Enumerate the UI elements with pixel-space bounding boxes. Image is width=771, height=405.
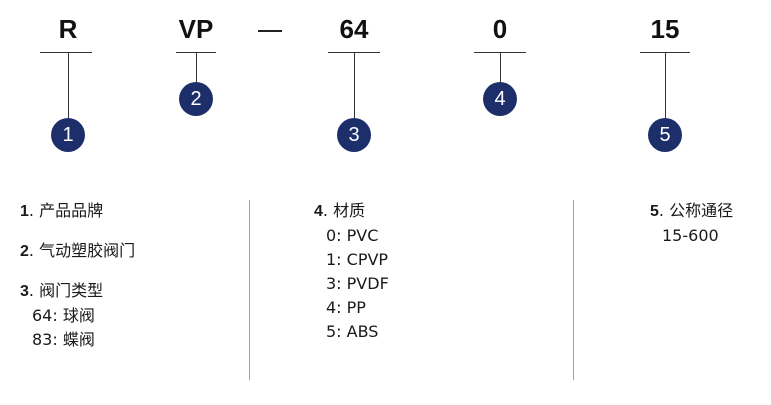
connector-3 (354, 52, 355, 118)
connector-2 (196, 52, 197, 82)
code-material: 0 (492, 14, 508, 44)
code-valve-type: 64 (339, 14, 369, 44)
legend-item-product: 2. 气动塑胶阀门 (20, 241, 136, 260)
connector-5 (665, 52, 666, 118)
legend-item-diameter: 5. 公称通径 (650, 201, 734, 220)
code-dash (258, 30, 282, 32)
legend-item-valve-type: 3. 阀门类型 (20, 281, 104, 300)
marker-1: 1 (51, 118, 85, 152)
material-option: 3: PVDF (326, 274, 389, 293)
connector-1 (68, 52, 69, 118)
legend-column-2: 4. 材质 0: PVC 1: CPVP 3: PVDF 4: PP 5: AB… (314, 199, 389, 344)
legend-column-1: 1. 产品品牌 2. 气动塑胶阀门 3. 阀门类型 64: 球阀 83: 蝶阀 (20, 199, 135, 352)
valve-type-option: 83: 蝶阀 (32, 330, 95, 349)
code-type: VP (178, 14, 214, 44)
material-option: 0: PVC (326, 226, 379, 245)
material-option: 5: ABS (326, 322, 379, 341)
code-brand: R (58, 14, 78, 44)
connector-4 (500, 52, 501, 82)
code-underline-1 (40, 52, 92, 53)
material-option: 4: PP (326, 298, 366, 317)
marker-2: 2 (179, 82, 213, 116)
marker-4: 4 (483, 82, 517, 116)
column-separator-2 (573, 200, 574, 380)
valve-type-option: 64: 球阀 (32, 306, 95, 325)
legend-item-material: 4. 材质 (314, 201, 366, 220)
marker-5: 5 (648, 118, 682, 152)
diameter-range: 15-600 (662, 226, 719, 245)
material-option: 1: CPVP (326, 250, 389, 269)
legend-item-brand: 1. 产品品牌 (20, 201, 104, 220)
marker-3: 3 (337, 118, 371, 152)
code-diameter: 15 (650, 14, 680, 44)
column-separator-1 (249, 200, 250, 380)
legend-column-3: 5. 公称通径 15-600 (650, 199, 733, 248)
